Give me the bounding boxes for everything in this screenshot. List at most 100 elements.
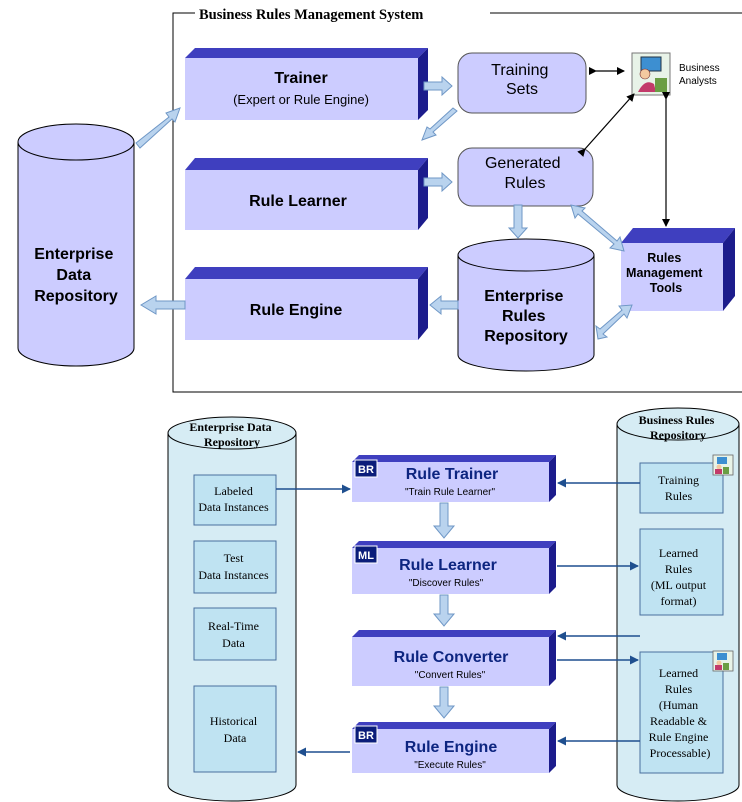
edr-line-3: Repository [34,288,118,305]
test-data-box [193,540,277,594]
arrow-generated-rules-to-err [507,204,529,239]
rule-converter-subtitle: "Convert Rules" [415,670,486,681]
labeled-line-1: Labeled [214,484,253,498]
right-cyl-title-1: Business Rules [639,413,715,427]
analyst-icon-small-1 [712,454,734,476]
learned-hr-line-5: Rule Engine [649,730,709,744]
labeled-line-2: Data Instances [198,500,269,514]
right-cyl-title-2: Repository [650,428,706,442]
training-sets-line-2: Sets [506,81,538,98]
trainer-title: Trainer [274,70,327,87]
realtime-line-2: Data [222,636,245,650]
learned-hr-line-6: Processable) [650,746,711,760]
arrow-learner-to-converter [432,594,456,627]
link-generated-rules-analysts [577,93,635,157]
learned-hr-line-2: Rules [665,682,693,696]
learned-ml-line-4: format) [661,594,697,608]
arrow-err-to-rule-engine [429,294,459,316]
svg-text:ML: ML [358,550,374,562]
enterprise-rules-repository-cylinder: Enterprise Rules Repository [457,238,595,372]
arrow-converter-to-engine [432,686,456,719]
arrow-generated-rules-rmt [570,204,625,252]
trainer-box: Trainer (Expert or Rule Engine) [185,48,428,120]
learned-ml-line-2: Rules [665,562,693,576]
generated-rules-line-2: Rules [505,175,546,192]
arrow-rule-engine-to-edr [140,295,186,315]
edr-line-2: Data [56,267,91,284]
svg-text:Business Rules Repositor: Business Rules Repository [639,413,718,442]
err-line-2: Rules [502,308,546,325]
br-badge-trainer: BR [354,459,378,478]
training-sets-line-1: Training [491,62,548,79]
learned-ml-line-1: Learned [659,546,698,560]
left-cyl-title-1: Enterprise Data [189,420,271,434]
svg-text:Rules Management T: Rules Management Tools [626,251,706,295]
business-analysts-line-1: Business [679,63,720,74]
learned-rules-human-box [639,651,724,774]
rmt-line-2: Management [626,266,703,280]
err-line-3: Repository [484,328,568,345]
business-analysts-line-2: Analysts [679,76,717,87]
svg-text:Business Analysts: Business Analysts [679,63,722,87]
business-analysts-icon [631,52,671,96]
left-cyl-title-2: Repository [204,435,260,449]
training-rules-line-2: Rules [665,489,693,503]
enterprise-data-repository-cylinder: Enterprise Data Repository [17,123,135,367]
br-badge-engine: BR [354,725,378,744]
svg-text:Enterprise Data Re: Enterprise Data Repository [34,246,118,305]
edr-line-1: Enterprise [34,246,113,263]
rule-trainer-subtitle: "Train Rule Learner" [405,487,496,498]
training-rules-line-1: Training [658,473,699,487]
learned-ml-line-3: (ML output [651,578,707,592]
frame-title: Business Rules Management System [199,7,423,23]
err-line-1: Enterprise [484,288,563,305]
rule-trainer-title: Rule Trainer [406,466,498,483]
rmt-line-3: Tools [650,281,682,295]
arrow-edr-to-trainer [135,107,181,149]
test-line-2: Data Instances [198,568,269,582]
rmt-line-1: Rules [647,251,681,265]
rules-management-tools-box: Rules Management Tools [621,228,735,311]
rule-engine-bottom-subtitle: "Execute Rules" [414,760,486,771]
learned-hr-line-3: (Human [659,698,698,712]
svg-text:Enterprise Rules R: Enterprise Rules Repository [484,288,568,345]
svg-text:BR: BR [358,464,374,476]
rule-learner-box: Rule Learner [185,158,428,230]
rule-trainer-box [352,455,556,502]
learned-hr-line-1: Learned [659,666,698,680]
realtime-line-1: Real-Time [208,619,259,633]
ml-badge-learner: ML [354,545,378,564]
generated-rules-node: Generated Rules [457,147,594,207]
historical-data-box [193,685,277,773]
system-frame [172,12,742,393]
rule-engine-label: Rule Engine [250,302,343,319]
rule-engine-box: Rule Engine [185,267,428,340]
svg-text:Labeled Data Instances: Labeled Data Instances Test Data Instanc… [198,484,271,745]
arrow-err-rmt [595,304,633,340]
svg-text:BR: BR [358,730,374,742]
svg-text:Enterprise Data Reposito: Enterprise Data Repository [189,420,274,449]
historical-line-1: Historical [210,714,258,728]
training-sets-node: Training Sets [457,52,587,114]
arrow-rule-learner-to-generated-rules [423,171,453,193]
svg-text:Training Sets: Training Sets [491,62,553,98]
rule-learner-box-bottom [352,541,556,594]
rule-learner-bottom-subtitle: "Discover Rules" [409,578,484,589]
rule-converter-title: Rule Converter [394,649,509,666]
rule-engine-box-bottom [352,722,556,773]
historical-line-2: Data [224,731,247,745]
svg-text:Training Rules Learned: Training Rules Learned Rules (ML output … [649,473,712,760]
analyst-icon-small-2 [712,650,734,672]
rule-learner-bottom-title: Rule Learner [399,557,497,574]
rule-engine-bottom-title: Rule Engine [405,739,498,756]
arrow-trainer-to-learner [432,502,456,539]
learned-hr-line-4: Readable & [650,714,708,728]
training-rules-box [639,462,724,514]
realtime-data-box [193,607,277,661]
generated-rules-line-1: Generated [485,155,561,172]
rule-learner-label: Rule Learner [249,193,347,210]
arrow-training-sets-to-rule-learner [421,107,458,141]
trainer-subtitle: (Expert or Rule Engine) [233,92,369,107]
learned-rules-ml-box [639,528,724,616]
svg-text:Generated Rules: Generated Rules [485,155,565,192]
